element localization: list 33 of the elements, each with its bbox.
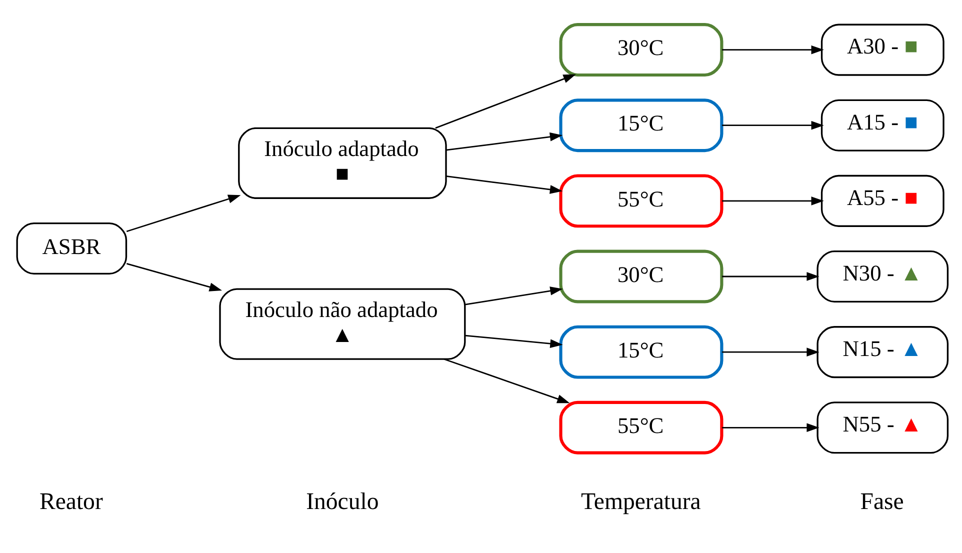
label: Inóculo bbox=[306, 488, 379, 515]
label: Fase bbox=[860, 488, 904, 515]
arrow bbox=[126, 194, 241, 232]
node-box: ASBR bbox=[16, 222, 128, 275]
label: Reator bbox=[39, 488, 103, 515]
arrow bbox=[722, 120, 824, 130]
arrow bbox=[126, 262, 222, 292]
node-box: 30°C bbox=[559, 23, 724, 77]
arrow bbox=[444, 358, 570, 404]
arrow bbox=[722, 45, 824, 54]
arrow bbox=[446, 176, 563, 194]
node-box: A30 - ■ bbox=[820, 24, 944, 76]
arrow bbox=[465, 334, 563, 348]
node-box: A15 - ■ bbox=[820, 99, 944, 152]
node-box: 15°C bbox=[559, 98, 724, 152]
node-box: N15 - ▲ bbox=[816, 326, 949, 378]
arrow bbox=[722, 272, 820, 281]
label: Temperatura bbox=[581, 488, 701, 515]
node-box: A55 - ■ bbox=[820, 174, 944, 227]
node-box: 15°C bbox=[559, 325, 724, 379]
node-box: N55 - ▲ bbox=[816, 402, 949, 454]
node-box: 55°C bbox=[559, 400, 724, 454]
arrow bbox=[722, 423, 820, 432]
arrow bbox=[722, 348, 820, 356]
arrow bbox=[722, 196, 824, 206]
arrow bbox=[435, 74, 576, 129]
node-box: 30°C bbox=[559, 250, 724, 304]
node-box: 55°C bbox=[559, 174, 724, 228]
node-box: Inóculo não adaptado ▲ bbox=[219, 288, 466, 360]
node-box: N30 - ▲ bbox=[816, 250, 949, 303]
arrow bbox=[465, 286, 563, 306]
arrow bbox=[446, 132, 563, 151]
node-box: Inóculo adaptado ■ bbox=[238, 127, 447, 199]
